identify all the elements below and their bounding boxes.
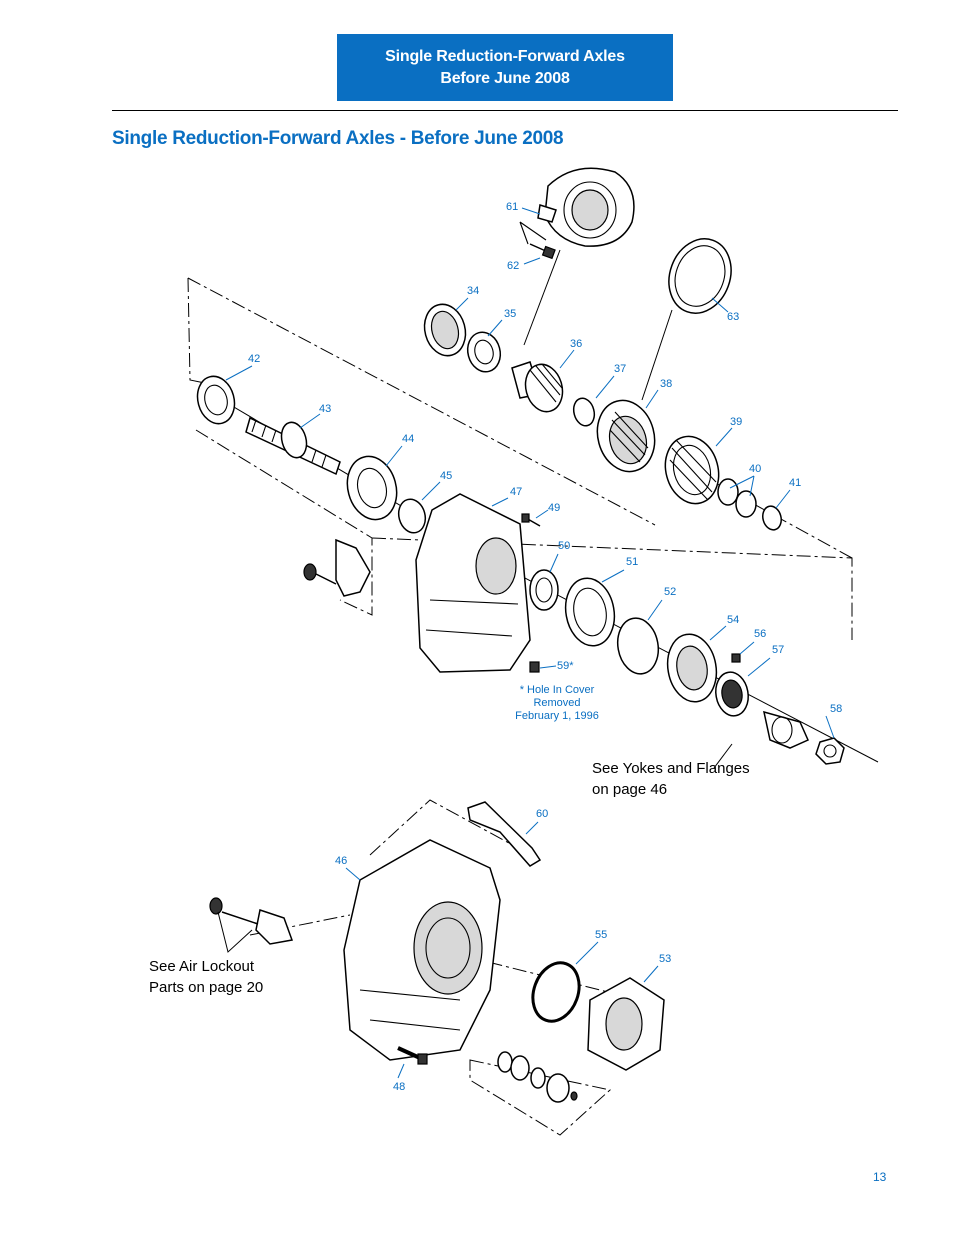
part-38-differential-case (596, 399, 656, 473)
part-55-o-ring (531, 961, 581, 1023)
part-50-seal (529, 569, 559, 611)
footnote-line1: * Hole In Cover (519, 684, 595, 696)
part-48-bolt (397, 1046, 428, 1065)
callout-38: 38 (660, 378, 672, 390)
part-56-bolt (731, 653, 741, 663)
yokes-note-line2: on page 46 (592, 781, 668, 798)
callout-45: 45 (440, 470, 452, 482)
callout-55: 55 (595, 929, 607, 941)
callout-labels: 61 62 34 35 36 63 37 38 42 43 39 44 40 4… (248, 201, 842, 1093)
callout-44: 44 (402, 433, 414, 445)
callout-57: 57 (772, 644, 784, 656)
section-header-line1: Single Reduction-Forward Axles (385, 47, 625, 65)
header-rule (112, 110, 898, 111)
callout-48: 48 (393, 1081, 405, 1093)
part-34-bearing-cup (423, 303, 467, 357)
callout-36: 36 (570, 338, 582, 350)
callout-41: 41 (789, 477, 801, 489)
callout-59: 59* (557, 660, 574, 672)
diff-axis (641, 309, 673, 401)
part-57-oil-seal (715, 671, 749, 717)
part-36-drive-pinion (511, 361, 564, 413)
yokes-note-line1: See Yokes and Flanges (592, 760, 750, 777)
callout-62: 62 (507, 260, 519, 272)
callout-47: 47 (510, 486, 522, 498)
part-54-bearing-cage (666, 633, 718, 703)
callout-39: 39 (730, 416, 742, 428)
yoke-note-leader (713, 743, 733, 769)
callout-54: 54 (727, 614, 739, 626)
part-46-inter-axle-housing (343, 839, 501, 1061)
hole-in-cover-footnote: * Hole In Cover Removed February 1, 1996 (505, 684, 609, 723)
callout-42: 42 (248, 353, 260, 365)
lockout-fork-lower (209, 897, 294, 953)
callout-51: 51 (626, 556, 638, 568)
part-49-bolt (521, 513, 541, 527)
part-51-gasket (564, 577, 616, 647)
callout-43: 43 (319, 403, 331, 415)
callout-58: 58 (830, 703, 842, 715)
callout-leaders (225, 207, 835, 1079)
yokes-reference-note: See Yokes and Flanges on page 46 (592, 758, 750, 800)
part-35-bearing-cone (466, 331, 502, 373)
part-60-bracket (467, 801, 542, 867)
yoke-assembly (763, 710, 809, 749)
part-40-bearings (717, 478, 757, 518)
part-41-washer (762, 505, 782, 531)
part-62-bolt (519, 221, 556, 260)
section-header-line2: Before June 2008 (440, 69, 570, 87)
lockout-note-line1: See Air Lockout (149, 958, 255, 975)
part-44-thrust-washer (346, 455, 398, 521)
lockout-small-parts (497, 1051, 578, 1103)
callout-34: 34 (467, 285, 479, 297)
footnote-line2: Removed (533, 697, 581, 709)
callout-49: 49 (548, 502, 560, 514)
callout-50: 50 (558, 540, 570, 552)
callout-35: 35 (504, 308, 516, 320)
callout-37: 37 (614, 363, 626, 375)
part-37-snap-ring (572, 397, 596, 427)
part-47-carrier-housing (415, 493, 531, 673)
callout-40: 40 (749, 463, 761, 475)
lockout-note-line2: Parts on page 20 (149, 979, 264, 996)
air-lockout-reference-note: See Air Lockout Parts on page 20 (149, 956, 263, 998)
part-45-bearing-cone (397, 498, 427, 534)
part-63-ring (668, 238, 732, 314)
part-42-gear (196, 375, 236, 425)
callout-56: 56 (754, 628, 766, 640)
part-61-bearing-cage (537, 167, 635, 247)
part-43-input-shaft (245, 416, 341, 476)
part-52-o-ring (616, 617, 660, 675)
part-59-plug (529, 661, 540, 673)
callout-46: 46 (335, 855, 347, 867)
callout-53: 53 (659, 953, 671, 965)
page-title: Single Reduction-Forward Axles - Before … (112, 128, 564, 149)
part-39-ring-gear (664, 435, 720, 505)
callout-52: 52 (664, 586, 676, 598)
pinion-axis (523, 249, 561, 346)
callout-60: 60 (536, 808, 548, 820)
page-number: 13 (873, 1170, 887, 1184)
part-53-bearing-cage (587, 977, 665, 1071)
section-header-box: Single Reduction-Forward Axles Before Ju… (337, 34, 673, 101)
callout-61: 61 (506, 201, 518, 213)
shift-fork-upper (303, 538, 371, 597)
footnote-line3: February 1, 1996 (515, 710, 599, 722)
callout-63: 63 (727, 311, 739, 323)
